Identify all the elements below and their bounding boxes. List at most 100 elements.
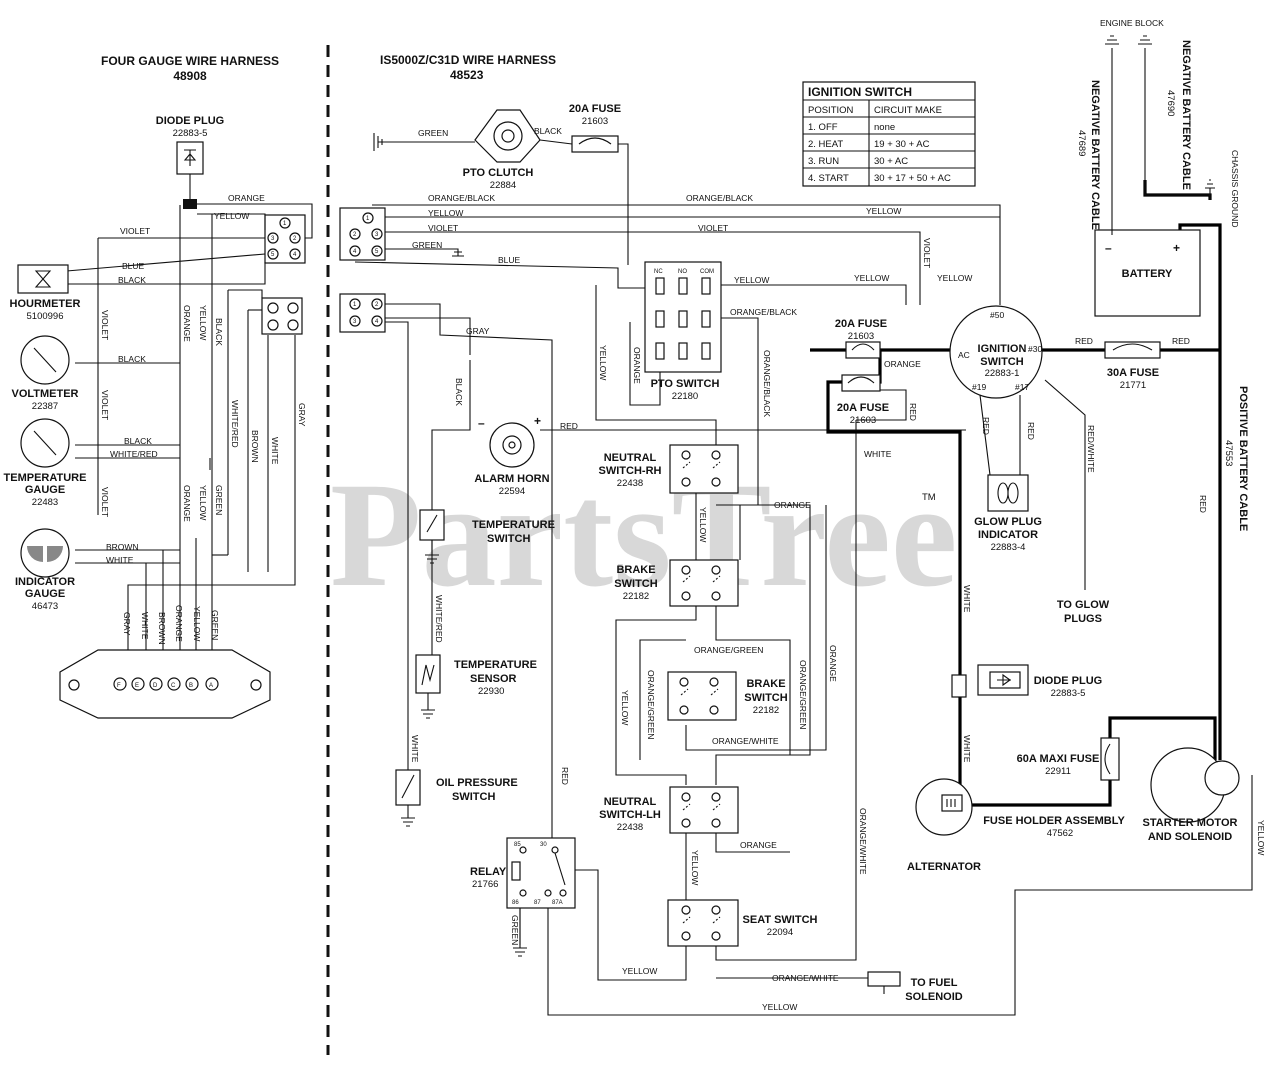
fuel-solenoid-label-1: TO FUEL [911,977,958,989]
right-harness-number: 48523 [450,68,484,82]
w-og-v2: ORANGE/GREEN [798,660,808,729]
hourmeter-part: 5100996 [27,311,64,322]
ignition-table-cell: 4. START [808,173,849,184]
ignition-output-wires [979,379,1086,590]
connector-block-lower [261,297,303,335]
pto-switch-label: PTO SWITCH [651,378,720,390]
left-harness-number: 48908 [173,69,207,83]
diode-plug-right-part: 22883-5 [1051,688,1086,699]
w-ow-brake: ORANGE/WHITE [712,736,779,746]
w-yel-pto3: YELLOW [937,273,972,283]
relay-label: RELAY [470,866,507,878]
indicator-gauge-label-2: GAUGE [25,588,65,600]
temperature-switch-icon [419,509,445,564]
ignition-table-cell: 1. OFF [808,122,838,133]
connector-pin [167,677,181,691]
wire-violet-v2: VIOLET [100,390,110,420]
to-glow-plugs-2: PLUGS [1064,613,1102,625]
wire-green-pto: GREEN [418,128,448,138]
w-ow-v: ORANGE/WHITE [858,808,868,875]
neutral-lh-part: 22438 [617,822,643,833]
oil-switch-label-1: OIL PRESSURE [436,777,518,789]
svg-text:4: 4 [353,249,357,255]
seat-switch-label: SEAT SWITCH [743,914,818,926]
w-white-vr: WHITE [410,735,420,763]
w-black-vr: BLACK [454,378,464,406]
pto-com: COM [700,269,714,275]
w-og-brake: ORANGE/GREEN [694,645,763,655]
relay-30: 30 [540,842,547,848]
ignition-table-cell: 30 + AC [874,156,908,167]
wire-red-30a-l: RED [1075,336,1093,346]
wire-white-pin: WHITE [140,612,150,640]
relay-87a: 87A [552,900,563,906]
chassis-ground-label: CHASSIS GROUND [1230,150,1240,227]
neutral-lh-label-2: SWITCH-LH [599,809,661,821]
pto-clutch-icon [474,109,541,163]
wire-orange-v2: ORANGE [182,485,192,522]
svg-text:2: 2 [293,236,297,242]
w-ow-seat: ORANGE/WHITE [772,973,839,983]
connector-pin [185,677,199,691]
brake-switch-2-label-1: BRAKE [746,678,785,690]
w-ob-2: ORANGE/BLACK [686,193,753,203]
wire-black-volt: BLACK [118,354,146,364]
wire-yellow-pin: YELLOW [192,606,202,641]
w-orange-v2: ORANGE [828,645,838,682]
w-white-v2: WHITE [962,735,972,763]
battery-ground-wires [1105,35,1215,235]
diode-plug-left-icon [176,141,204,209]
neutral-switch-lh-icon [669,786,739,834]
wire-violet-left: VIOLET [120,226,150,236]
wire-brown-v: BROWN [250,430,260,463]
fuse-mid2-icon [841,374,907,421]
fuse-top-icon [539,135,629,265]
fuse-holder-label: FUSE HOLDER ASSEMBLY [983,815,1125,827]
temperature-gauge-label-2: GAUGE [25,484,65,496]
w-red-fuse: RED [908,403,918,421]
pto-switch-part: 22180 [672,391,698,402]
neg-cable-1-label: NEGATIVE BATTERY CABLE [1180,40,1192,190]
ignition-table-cell: 3. RUN [808,156,839,167]
brake-switch-1-icon [669,559,739,607]
alarm-horn-label: ALARM HORN [474,473,549,485]
svg-text:3: 3 [271,236,275,242]
fuse-mid1-part: 21603 [848,331,874,342]
w-yel-v1: YELLOW [598,345,608,380]
svg-text:4: 4 [293,252,297,258]
fuse-top-label: 20A FUSE [569,103,621,115]
temperature-switch-label-2: SWITCH [487,533,530,545]
wire-black-left: BLACK [118,275,146,285]
w-green-relay: GREEN [510,915,520,945]
ignition-switch-label-2: SWITCH [980,356,1023,368]
temperature-sensor-part: 22930 [478,686,504,697]
left-harness-title: FOUR GAUGE WIRE HARNESS [101,54,279,68]
connector-pin [205,677,219,691]
starter-label-1: STARTER MOTOR [1143,817,1238,829]
ignition-table-cell: 19 + 30 + AC [874,139,930,150]
glow-plug-indicator-part: 22883-4 [991,542,1026,553]
battery-label: BATTERY [1122,268,1173,280]
svg-text:4: 4 [375,319,379,325]
w-vio-1: VIOLET [428,223,458,233]
wire-yellow-v2: YELLOW [198,485,208,520]
maxi-fuse-icon [1100,737,1120,781]
pto-clutch-label: PTO CLUTCH [463,167,534,179]
starter-motor-icon [1150,747,1240,823]
wire-black-v: BLACK [214,318,224,346]
fuse-mid1-icon [845,341,881,359]
wire-orange-v1: ORANGE [182,305,192,342]
wire-red-30a-r: RED [1172,336,1190,346]
connector-pin-letter: C [171,683,176,689]
w-yel-pto2: YELLOW [854,273,889,283]
fuse-holder-part: 47562 [1047,828,1073,839]
connector-pin [131,677,145,691]
wire-white-red-temp: WHITE/RED [110,449,158,459]
w-wr-vr: WHITE/RED [434,595,444,643]
ground-icon [373,133,475,151]
brake-switch-1-label-1: BRAKE [616,564,655,576]
pos-cable-part: 47553 [1223,440,1234,466]
ignition-table-cell: none [874,122,895,133]
